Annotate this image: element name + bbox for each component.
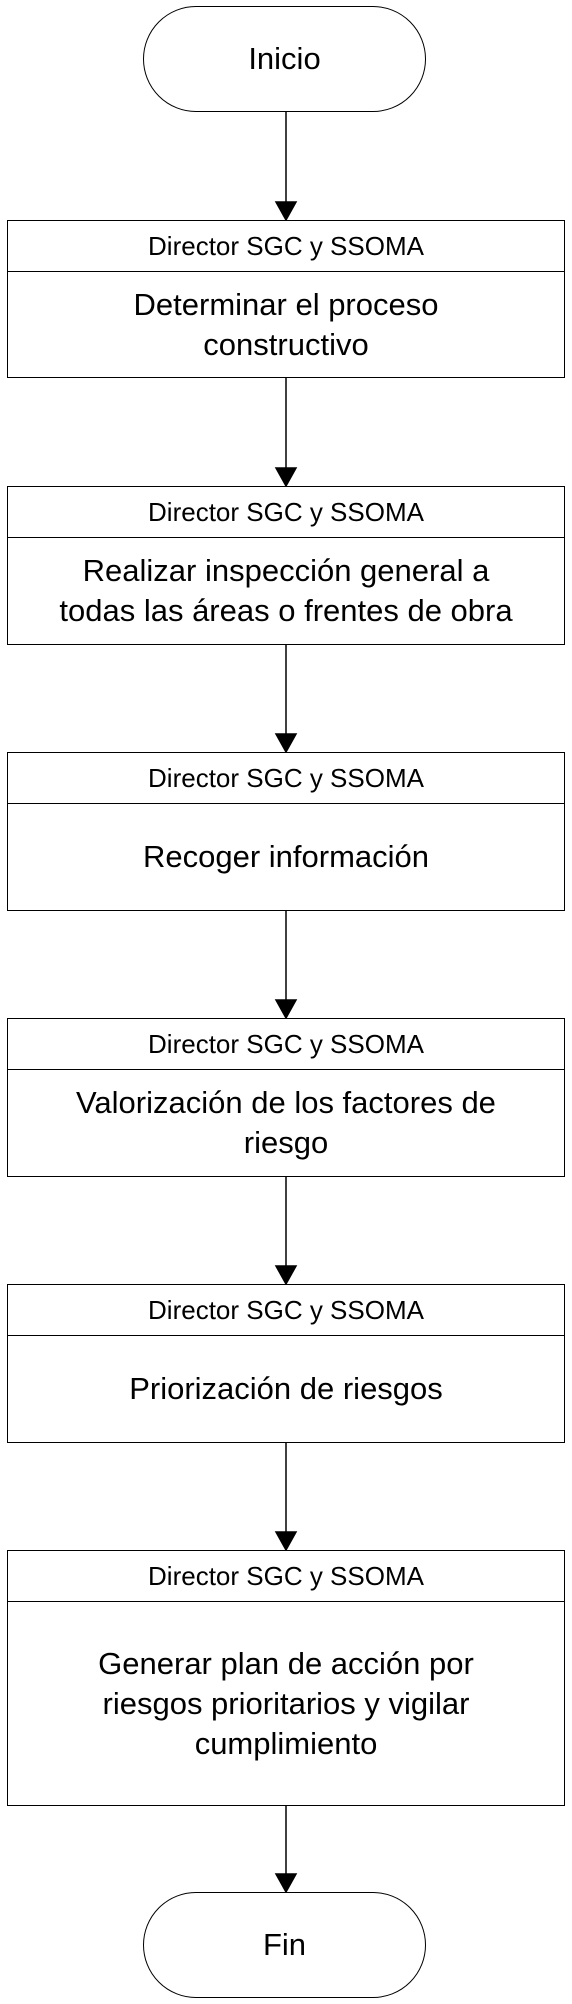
process-step-1: Director SGC y SSOMA Determinar el proce… [7, 220, 565, 378]
step-role: Director SGC y SSOMA [8, 221, 564, 272]
step-task: Recoger información [8, 804, 564, 910]
start-terminal: Inicio [143, 6, 426, 112]
arrowhead-icon [274, 1531, 298, 1552]
step-role: Director SGC y SSOMA [8, 1285, 564, 1336]
step-role: Director SGC y SSOMA [8, 1551, 564, 1602]
step-task-line: cumplimiento [194, 1725, 378, 1761]
step-task-line: todas las áreas o frentes de obra [59, 593, 513, 628]
arrowhead-icon [274, 467, 298, 488]
step-task-line: Determinar el proceso [133, 286, 439, 322]
step-task: Generar plan de acción por riesgos prior… [8, 1602, 564, 1805]
end-label: Fin [262, 1927, 307, 1962]
process-step-3: Director SGC y SSOMA Recoger información [7, 752, 565, 911]
step-task-line: Valorización de los factores de [76, 1085, 496, 1120]
step-role: Director SGC y SSOMA [8, 487, 564, 538]
arrowhead-icon [274, 201, 298, 222]
step-task-line: riesgo [243, 1125, 329, 1160]
step-task-line: riesgos prioritarios y vigilar [102, 1685, 470, 1721]
step-task: Valorización de los factores de riesgo [8, 1070, 564, 1176]
step-task: Realizar inspección general a todas las … [8, 538, 564, 644]
step-task-line: Realizar inspección general a [82, 553, 490, 588]
end-terminal: Fin [143, 1892, 426, 1998]
arrowhead-icon [274, 1265, 298, 1286]
step-role: Director SGC y SSOMA [8, 1019, 564, 1070]
arrowhead-icon [274, 733, 298, 754]
start-label: Inicio [248, 41, 321, 76]
step-task: Determinar el proceso constructivo [8, 272, 564, 377]
step-task-line: Priorización de riesgos [129, 1371, 443, 1406]
step-task-line: Generar plan de acción por [98, 1645, 474, 1681]
process-step-5: Director SGC y SSOMA Priorización de rie… [7, 1284, 565, 1443]
process-step-4: Director SGC y SSOMA Valorización de los… [7, 1018, 565, 1177]
arrowhead-icon [274, 1873, 298, 1894]
step-task: Priorización de riesgos [8, 1336, 564, 1442]
process-step-2: Director SGC y SSOMA Realizar inspección… [7, 486, 565, 645]
arrowhead-icon [274, 999, 298, 1020]
step-task-line: Recoger información [142, 839, 430, 874]
step-task-line: constructivo [203, 326, 369, 362]
step-role: Director SGC y SSOMA [8, 753, 564, 804]
process-step-6: Director SGC y SSOMA Generar plan de acc… [7, 1550, 565, 1806]
